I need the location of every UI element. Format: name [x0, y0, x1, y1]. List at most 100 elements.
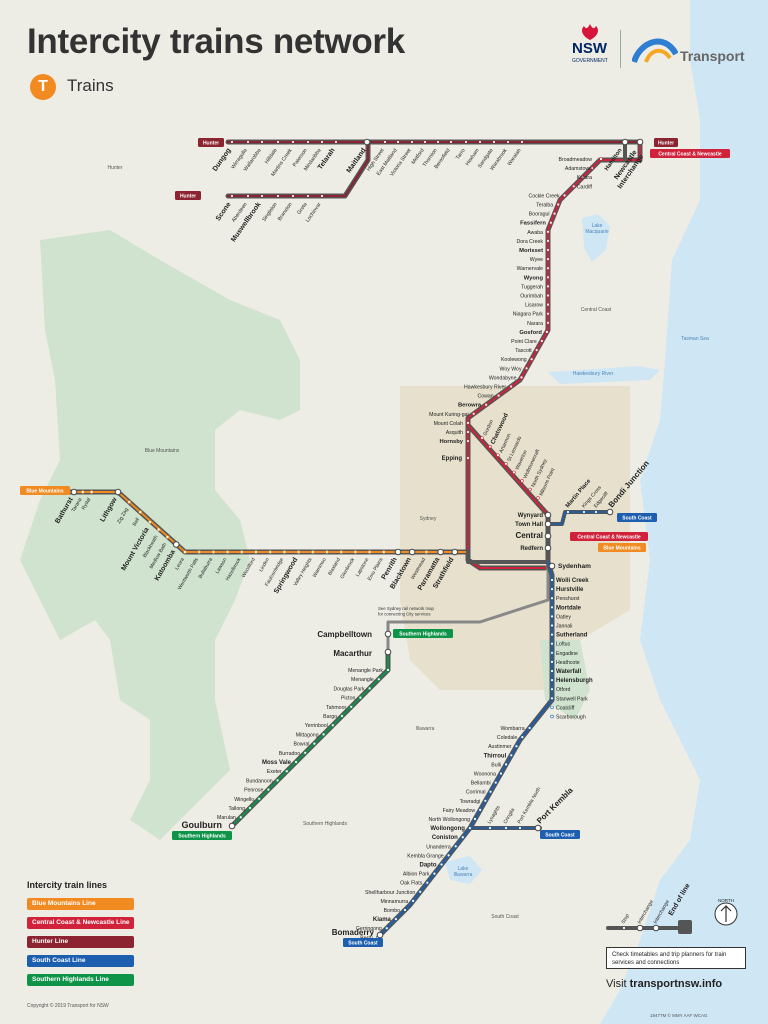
station-muswellbrook[interactable] — [260, 194, 264, 198]
station-wollongong[interactable] — [468, 826, 472, 830]
station-hexham[interactable] — [478, 140, 482, 144]
station-strathfield[interactable] — [451, 548, 459, 556]
station-north-wollongong[interactable] — [473, 817, 477, 821]
station-sydenham[interactable] — [548, 562, 556, 570]
station-woonona[interactable] — [499, 771, 503, 776]
station-cowan[interactable] — [496, 393, 501, 398]
station-bell[interactable] — [138, 510, 143, 514]
station-bathurst[interactable] — [70, 488, 78, 496]
station-redfern[interactable] — [544, 544, 552, 552]
station-mortdale[interactable] — [550, 605, 554, 609]
station-emu-plains[interactable] — [382, 550, 386, 554]
station-bullaburra[interactable] — [211, 550, 216, 554]
station-exeter[interactable] — [285, 769, 289, 773]
station-otford[interactable] — [550, 687, 554, 691]
station-woy-woy[interactable] — [524, 366, 529, 370]
station-unanderra[interactable] — [454, 844, 458, 848]
station-martin-place[interactable] — [566, 510, 570, 514]
station-cringila[interactable] — [504, 826, 508, 830]
station-gordon[interactable] — [480, 436, 484, 440]
station-newcastle-interchange[interactable] — [636, 138, 644, 146]
station-wollstonecraft[interactable] — [520, 479, 524, 483]
station-coniston[interactable] — [461, 835, 465, 839]
station-valley-heights[interactable] — [311, 550, 315, 554]
station-central[interactable] — [544, 532, 552, 540]
station-tahmoor[interactable] — [349, 705, 353, 709]
station-hornsby[interactable] — [466, 439, 470, 443]
station-edgecliff[interactable] — [594, 510, 598, 514]
station-niagara-park[interactable] — [546, 312, 550, 316]
station-towradgi[interactable] — [483, 799, 488, 803]
station-dora-creek[interactable] — [546, 239, 550, 243]
station-blacktown[interactable] — [408, 548, 416, 556]
station-wyee[interactable] — [546, 257, 550, 261]
station-hamilton[interactable] — [621, 138, 629, 146]
station-narara[interactable] — [546, 321, 550, 325]
station-coalcliff[interactable] — [550, 705, 554, 710]
station-mittagong[interactable] — [321, 732, 326, 737]
station-kotara[interactable] — [581, 175, 585, 179]
station-north-sydney[interactable] — [528, 487, 532, 492]
station-waratah[interactable] — [520, 140, 524, 144]
station-douglas-park[interactable] — [367, 686, 372, 691]
station-springwood[interactable] — [296, 550, 301, 554]
station-lysaghts[interactable] — [488, 826, 492, 830]
station-bargo[interactable] — [340, 714, 344, 718]
station-scone[interactable] — [230, 194, 234, 198]
station-teralba[interactable] — [556, 202, 560, 207]
station-lochinvar[interactable] — [320, 194, 324, 198]
station-mount-victoria[interactable] — [148, 520, 152, 524]
station-glenbrook[interactable] — [353, 550, 358, 554]
station-katoomba[interactable] — [172, 541, 180, 548]
station-wombarra[interactable] — [527, 726, 532, 730]
station-austinmer[interactable] — [514, 744, 519, 748]
station-macarthur[interactable] — [384, 648, 392, 656]
station-campbelltown[interactable] — [384, 630, 392, 638]
station-morisset[interactable] — [546, 248, 550, 252]
station-lapstone[interactable] — [367, 550, 372, 554]
station-fassifern[interactable] — [549, 221, 553, 225]
station-mount-kuring-gai[interactable] — [471, 412, 476, 416]
station-broadmeadow[interactable] — [599, 157, 603, 161]
station-wentworth-falls[interactable] — [197, 550, 201, 554]
station-mindaribba[interactable] — [320, 140, 324, 144]
station-warnervale[interactable] — [546, 266, 550, 270]
station-booragul[interactable] — [552, 211, 557, 216]
station-martins-creek[interactable] — [291, 140, 295, 144]
station-leura[interactable] — [183, 550, 187, 554]
station-bellambi[interactable] — [494, 780, 498, 785]
station-minnamurra[interactable] — [411, 899, 415, 903]
station-waverton[interactable] — [512, 470, 516, 474]
station-tarro[interactable] — [464, 140, 468, 144]
station-singleton[interactable] — [276, 194, 280, 198]
station-town-hall[interactable] — [544, 520, 552, 528]
station-tallong[interactable] — [248, 806, 252, 810]
station-goulburn[interactable] — [228, 822, 236, 830]
station-thirroul[interactable] — [509, 753, 513, 757]
station-corrimal[interactable] — [488, 789, 493, 794]
station-medlow-bath[interactable] — [165, 535, 170, 539]
station-tascott[interactable] — [535, 348, 539, 352]
station-east-maitland[interactable] — [396, 140, 400, 144]
station-mount-colah[interactable] — [466, 421, 470, 425]
station-blaxland[interactable] — [339, 550, 343, 554]
station-warrimoo[interactable] — [325, 550, 329, 554]
station-moss-vale[interactable] — [294, 760, 298, 764]
station-cardiff[interactable] — [571, 184, 576, 189]
station-bondi-junction[interactable] — [606, 508, 614, 516]
station-paterson[interactable] — [306, 140, 310, 144]
station-port-kembla[interactable] — [534, 824, 542, 832]
station-yerrinbool[interactable] — [331, 723, 335, 727]
station-gosford[interactable] — [545, 330, 549, 334]
station-warabrook[interactable] — [506, 140, 510, 144]
station-cockle-creek[interactable] — [562, 193, 567, 198]
station-asquith[interactable] — [466, 430, 470, 434]
station-helensburgh[interactable] — [550, 678, 554, 682]
station-adamstown[interactable] — [590, 166, 594, 170]
station-westmead[interactable] — [424, 550, 429, 554]
station-loftus[interactable] — [550, 641, 554, 646]
station-chatswood[interactable] — [488, 444, 492, 449]
station-lithgow[interactable] — [114, 488, 122, 496]
station-high-street[interactable] — [383, 140, 387, 144]
station-victoria-street[interactable] — [410, 140, 414, 144]
